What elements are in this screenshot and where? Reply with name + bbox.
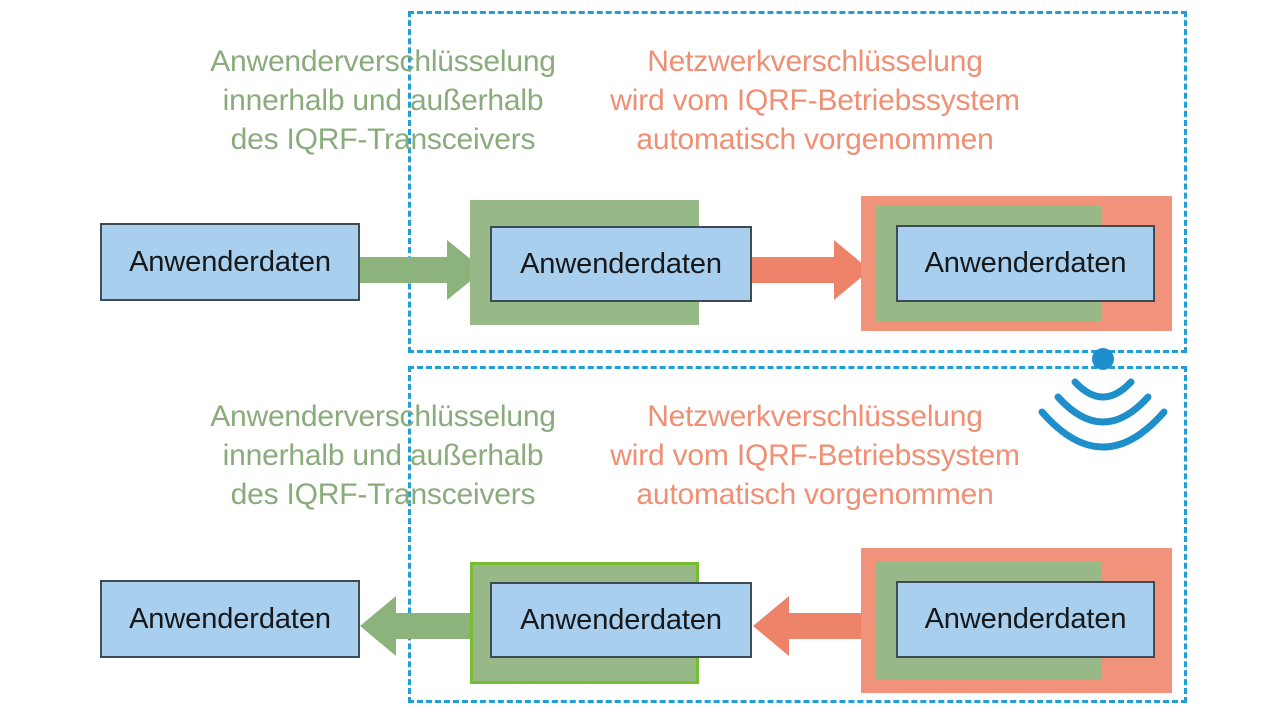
- data-box-top-plain: Anwenderdaten: [100, 223, 360, 301]
- data-box-bottom-plain: Anwenderdaten: [100, 580, 360, 658]
- arrow-user-encryption-top: [352, 240, 484, 300]
- data-box-top-fully-encrypted: Anwenderdaten: [896, 225, 1155, 302]
- arrow-network-decryption-bottom: [753, 596, 871, 656]
- data-box-label: Anwenderdaten: [924, 247, 1127, 279]
- arrow-user-decryption-bottom: [360, 596, 490, 656]
- wireless-signal-icon: [1038, 348, 1168, 451]
- caption-user-encryption-bottom: Anwenderverschlüsselung innerhalb und au…: [210, 400, 556, 511]
- arrow-network-encryption-top: [750, 240, 870, 300]
- data-box-label: Anwenderdaten: [129, 245, 331, 278]
- data-box-top-user-encrypted: Anwenderdaten: [490, 226, 752, 302]
- data-box-label: Anwenderdaten: [129, 602, 331, 635]
- caption-user-encryption-top: Anwenderverschlüsselung innerhalb und au…: [210, 45, 556, 156]
- data-box-label: Anwenderdaten: [520, 603, 722, 636]
- data-box-label: Anwenderdaten: [520, 247, 722, 280]
- dashed-region-top: [408, 11, 1187, 353]
- data-box-label: Anwenderdaten: [924, 603, 1127, 635]
- dashed-region-bottom: [408, 366, 1187, 703]
- data-box-bottom-fully-encrypted: Anwenderdaten: [896, 581, 1155, 658]
- data-box-bottom-user-encrypted: Anwenderdaten: [490, 582, 752, 658]
- caption-network-encryption-top: Netzwerkverschlüsselung wird vom IQRF-Be…: [610, 45, 1020, 156]
- caption-network-encryption-bottom: Netzwerkverschlüsselung wird vom IQRF-Be…: [610, 400, 1020, 511]
